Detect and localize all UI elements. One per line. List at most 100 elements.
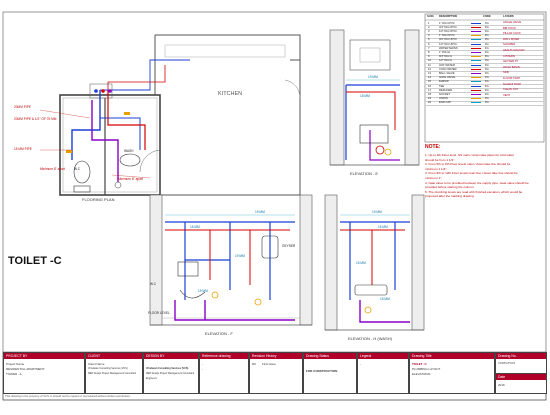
legend-row-desc: GATE VALVE	[439, 76, 456, 80]
dim-label: 19 MM	[255, 210, 265, 214]
legend-row-desc: REDUCER	[439, 88, 453, 92]
legend-row-no: 14	[428, 76, 431, 80]
legend-layer-note: BIB COCK	[503, 26, 516, 30]
elev-e-fixture	[359, 124, 389, 144]
plan-note-1: 20MM PIPE	[14, 105, 32, 109]
legend-layer-note: VENT	[503, 93, 511, 97]
plan-cold-riser	[100, 59, 190, 91]
notes-title: NOTE:	[425, 144, 441, 150]
plan-wall-main	[59, 94, 161, 196]
tb-reference: Reference drawing - -	[199, 352, 249, 394]
legend-row-desc: 3/4" DIA GI	[439, 55, 453, 59]
legend-layer-note: ANGLE VALVE	[503, 21, 522, 24]
legend-row-code: FG	[485, 63, 489, 67]
legend-row-code: FG	[485, 21, 489, 25]
legend-row-swatch	[471, 98, 481, 100]
legend-row-swatch	[471, 89, 481, 91]
legend-row-code: FG	[485, 76, 489, 80]
tb-consultant-l2: MEP Design Project Management Consultant	[146, 372, 195, 375]
elev-h-wall-left	[324, 194, 338, 331]
elev-e-window	[349, 39, 391, 71]
tb-stamp-l1: FOR CONSTRUCTION	[306, 369, 338, 373]
legend-row-no: 9	[428, 55, 430, 59]
legend-row: 14 GATE VALVE FG	[425, 76, 544, 81]
elev-tag: W.C	[150, 282, 157, 286]
legend-row-swatch	[471, 72, 481, 74]
tb-client-l2: Vrindavan Consulting Services (VCS)	[88, 367, 128, 370]
legend-layer-note: PILLAR COCK	[503, 32, 521, 36]
plan-cold-branch	[100, 117, 141, 150]
legend-row-desc: WATER MAINS	[439, 46, 458, 50]
plan-hot-main	[107, 90, 146, 150]
legend-row-code: FG	[485, 67, 489, 71]
elev-h-wall-right	[411, 194, 425, 331]
legend-row-code: FG	[485, 46, 489, 50]
dim-label: 15 MM	[190, 225, 200, 229]
elev-tag: FLOOR LEVEL	[148, 311, 170, 315]
note-line: 1. Up to 4th Floor level, 3/4 main / dow…	[425, 153, 515, 157]
legend-head-desc: DESCRIPTION	[439, 15, 458, 18]
legend-row-swatch	[471, 81, 481, 83]
legend-row-no: 12	[428, 67, 431, 71]
note-line: 4. Gate valve to be provided between the…	[425, 180, 529, 185]
tb-dwgno-head: Drawing No.	[496, 353, 546, 359]
tb-revision-l1: R0	[252, 362, 256, 366]
legend-row-code: FG	[485, 97, 489, 101]
elev-e-wall-right	[404, 29, 420, 166]
elev-h-hot	[340, 229, 405, 285]
dim-label: 19 MM	[372, 210, 382, 214]
legend-frame	[424, 13, 545, 143]
elev-f-cold	[165, 221, 295, 300]
elev-f-drain	[174, 300, 295, 321]
tb-project-l3: TOWER - A	[6, 372, 22, 376]
note-line: 5. The plumbing levels are read with fin…	[425, 189, 523, 194]
wash-basin	[119, 153, 141, 167]
tb-client: CLIENT Client Name Vrindavan Consulting …	[85, 352, 143, 394]
dim-label: 15 MM	[356, 261, 366, 265]
notes-panel: NOTE: 1. Up to 4th Floor level, 3/4 main…	[425, 145, 544, 265]
wc-pan	[73, 160, 91, 184]
legend-row-swatch	[471, 43, 481, 45]
legend-row-desc: 3/4" DIA CPVC	[439, 25, 457, 29]
dim-label: 19 MM	[368, 75, 378, 79]
tb-consultant: DESIGN BY Vrindavan Consulting Services …	[143, 352, 199, 394]
legend-row-desc: HOT WATER	[439, 63, 455, 67]
tb-project-l1: Project Name	[6, 362, 25, 366]
legend-layer-note: CLEAN OUT	[503, 88, 519, 92]
note-line: minimum 1".	[425, 176, 443, 180]
elev-h-title: ELEVATION - H (WASH)	[348, 336, 392, 341]
legend-row-no: 16	[428, 84, 431, 88]
legend-head-code: CODE	[483, 15, 491, 18]
legend-row-desc: 1" DIA GI	[439, 50, 451, 54]
legend-row-no: 1	[428, 21, 430, 25]
legend-row-code: FG	[485, 92, 489, 96]
note-line: proposed after the marking drawing.	[425, 194, 475, 199]
legend-row-desc: 1" DIA CPVC	[439, 21, 455, 25]
legend-layer-note: CISTERN	[503, 54, 515, 58]
legend-row-no: 19	[428, 97, 431, 101]
plan-drain	[91, 100, 119, 182]
elev-f-cistern	[177, 261, 199, 277]
legend-layer-note: WALL MIXER	[503, 37, 520, 41]
legend-row-desc: 3/4" DIA UPVC	[439, 38, 457, 42]
legend-row-code: FG	[485, 25, 489, 29]
legend-row-no: 3	[428, 29, 430, 33]
tb-footer: This drawing is the property of VCS. It …	[5, 394, 131, 398]
tb-title-l1: TOILET -C	[412, 362, 427, 366]
legend-layer-note: NAHANI TRAP	[503, 82, 522, 86]
legend-row-swatch	[471, 51, 481, 53]
